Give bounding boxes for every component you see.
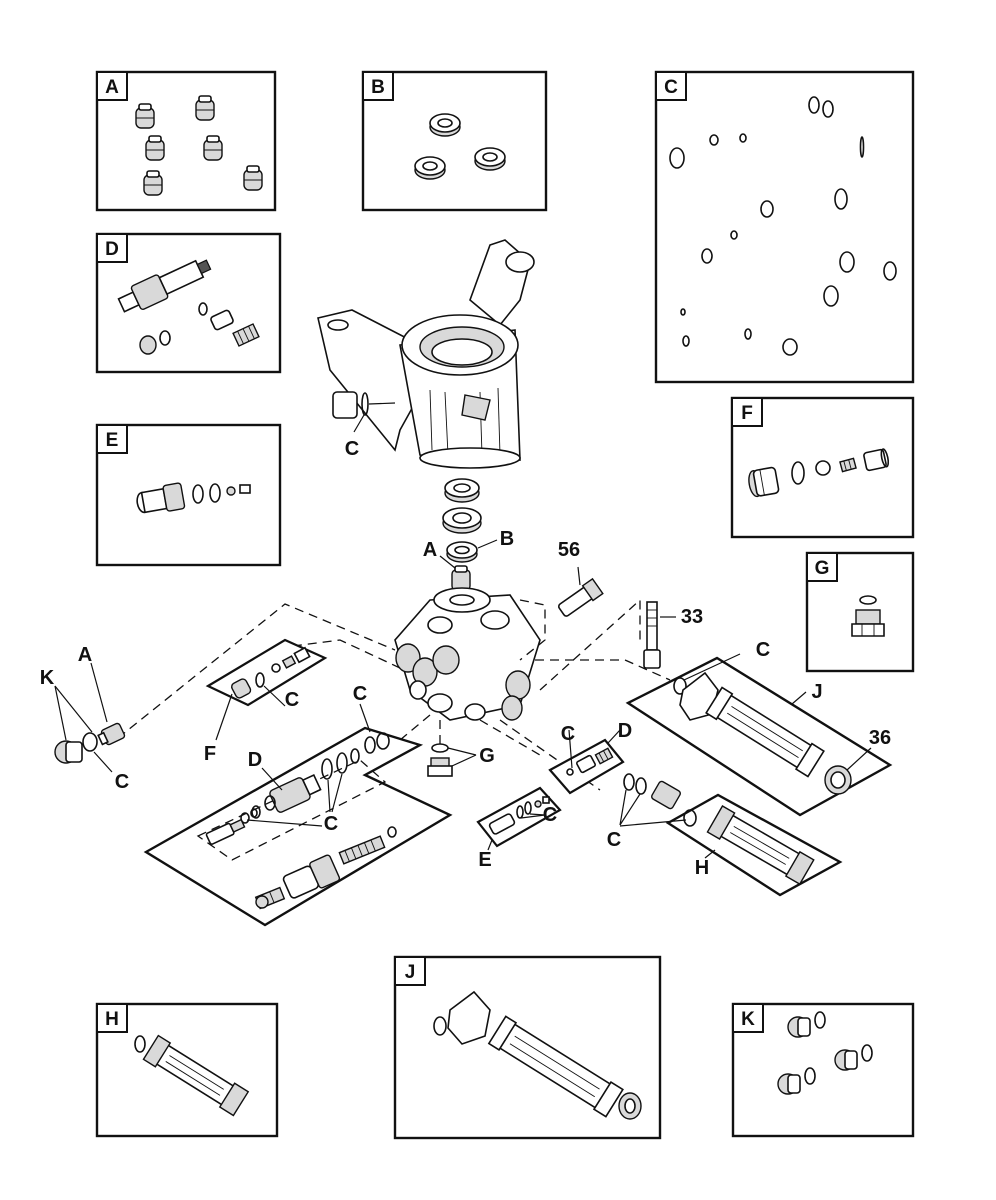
callout-c-right-top: C: [756, 639, 770, 661]
seal-stack: [442, 478, 482, 563]
kit-label-a: A: [105, 77, 119, 98]
callout-e-center: E: [478, 849, 491, 871]
callout-h-right: H: [695, 857, 709, 879]
callout-a-left: A: [78, 644, 92, 666]
j-kit-parts: [433, 990, 642, 1120]
manifold-nozzle-top: [451, 565, 471, 591]
callout-33: 33: [681, 606, 703, 628]
thermal-relief-group: [476, 786, 562, 848]
kit-box-e: E: [95, 423, 282, 567]
k-kit-parts: [777, 1011, 873, 1095]
part-33-bolt: [643, 601, 661, 669]
kit-label-g: G: [815, 558, 830, 579]
unloader-group: [143, 726, 453, 927]
left-plug-k: [54, 732, 98, 764]
kit-box-d: D: [95, 232, 282, 374]
callout-56: 56: [558, 539, 580, 561]
unloader-valve-kit: [117, 259, 260, 355]
assembly-dash-lines: [117, 598, 671, 791]
h-kit-parts: [134, 1034, 250, 1117]
callout-c-housing: C: [345, 438, 359, 460]
callout-c-d-group: C: [324, 813, 338, 835]
callout-g-center: G: [479, 745, 495, 767]
kit-label-b: B: [371, 77, 385, 98]
callout-c-e-kit: C: [543, 804, 557, 826]
kit-label-f: F: [741, 403, 753, 424]
left-plug-a: [97, 722, 126, 746]
callout-d-small: D: [618, 720, 632, 742]
callout-c-center-f: C: [285, 689, 299, 711]
callout-a-top: A: [423, 539, 437, 561]
kit-box-a: A: [95, 70, 277, 212]
kit-label-j: J: [405, 962, 416, 983]
kit-label-d: D: [105, 239, 119, 260]
kit-label-k: K: [741, 1009, 755, 1030]
callout-b: B: [500, 528, 514, 550]
check-valve-group: [205, 638, 328, 707]
j-assembly-group: [625, 656, 893, 817]
callout-d-left: D: [248, 749, 262, 771]
callout-k-left: K: [40, 667, 55, 689]
check-valve-kit: [748, 448, 890, 498]
kit-box-c: C: [654, 70, 915, 384]
thermal-relief-kit: [136, 482, 251, 514]
kit-label-e: E: [106, 430, 119, 451]
callout-j-right: J: [811, 681, 822, 703]
o-ring-set: [669, 96, 897, 356]
kit-box-j: J: [393, 955, 662, 1140]
callout-c-right-low: C: [607, 829, 621, 851]
kit-box-g: G: [805, 551, 915, 673]
seal-set: [414, 113, 506, 180]
callout-c-small-d: C: [561, 723, 575, 745]
callout-c-top-d: C: [353, 683, 367, 705]
callout-c-left: C: [115, 771, 129, 793]
kit-box-f: F: [730, 396, 915, 539]
housing-side-plug: [332, 391, 396, 419]
pump-housing: [317, 239, 535, 469]
kit-box-h: H: [95, 1002, 279, 1138]
drain-plug-center: [427, 743, 453, 777]
drain-plug-kit: [851, 595, 885, 637]
callout-36: 36: [869, 727, 891, 749]
kit-box-k: K: [731, 1002, 915, 1138]
nozzle-set: [135, 95, 263, 196]
small-unloader-kit: [548, 738, 625, 795]
callout-f-center: F: [204, 743, 216, 765]
h-assembly-group: [623, 773, 843, 897]
pump-manifold: [394, 587, 541, 721]
part-56-fitting: [557, 577, 604, 617]
kit-label-c: C: [664, 77, 678, 98]
kit-label-h: H: [105, 1009, 119, 1030]
kit-box-b: B: [361, 70, 548, 212]
